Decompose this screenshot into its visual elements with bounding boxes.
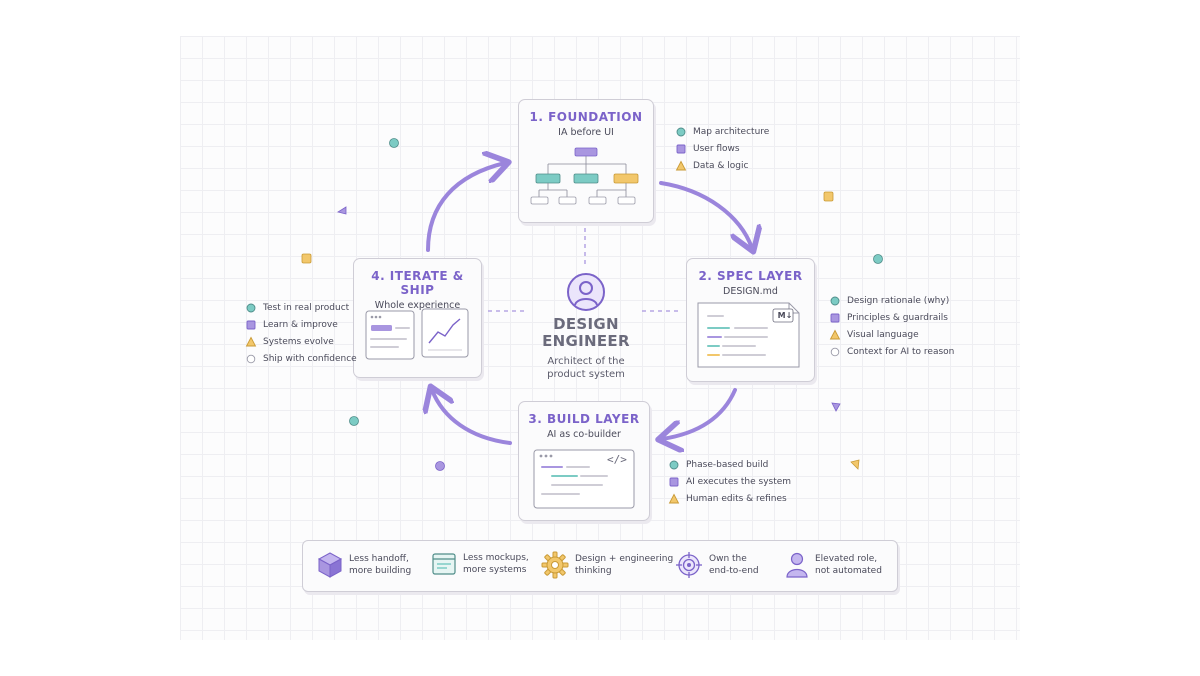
list-item-label: AI executes the system	[686, 477, 792, 488]
list-item: Test in real product	[245, 300, 357, 317]
bullet-circle-icon	[669, 460, 679, 470]
stage-card-foundation: 1. FOUNDATION IA before UI	[518, 99, 654, 223]
benefit-less-handoff: Less handoff, more building	[317, 551, 449, 579]
list-item-label: Visual language	[847, 329, 919, 340]
bullet-triangle-icon	[675, 160, 687, 171]
list-item: Context for AI to reason	[829, 343, 954, 360]
person-avatar-icon	[567, 273, 605, 311]
list-item: Ship with confidence	[245, 350, 357, 367]
code-editor-icon	[533, 449, 635, 509]
stage-card-build-layer: 3. BUILD LAYER AI as co-builder </>	[518, 401, 650, 521]
list-item: Data & logic	[675, 158, 769, 175]
bullet-circle-icon	[246, 303, 256, 313]
list-item-label: Principles & guardrails	[847, 313, 948, 324]
center-design-engineer: DESIGN ENGINEER Architect of the product…	[530, 272, 642, 381]
list-item-label: User flows	[693, 144, 740, 155]
benefit-elevated-role: Elevated role, not automated	[785, 551, 915, 579]
benefit-design-engineering: Design + engineering thinking	[541, 551, 685, 579]
list-item: Design rationale (why)	[829, 293, 954, 310]
stage-card-iterate-ship: 4. ITERATE & SHIP Whole experience	[353, 258, 482, 378]
list-item: Visual language	[829, 327, 954, 344]
list-item-label: Map architecture	[693, 127, 770, 138]
gear-icon	[541, 551, 569, 579]
stage-title: 3. BUILD LAYER	[528, 412, 640, 426]
markdown-badge: M↓	[777, 311, 793, 320]
benefits-banner: Less handoff, more building Less mockups…	[302, 540, 898, 592]
list-item: Learn & improve	[245, 317, 357, 334]
list-item-label: Data & logic	[693, 160, 749, 171]
bullet-ring-icon	[830, 347, 840, 357]
list-item-label: Learn & improve	[263, 320, 338, 331]
stage-title: 1. FOUNDATION	[529, 110, 643, 124]
list-item: AI executes the system	[668, 474, 791, 491]
bullet-square-icon	[669, 477, 679, 487]
list-item: Principles & guardrails	[829, 310, 954, 327]
benefit-own-end-to-end: Own the end-to-end	[675, 551, 809, 579]
target-icon	[676, 552, 702, 578]
bullet-triangle-icon	[829, 329, 841, 340]
list-item: Human edits & refines	[668, 491, 791, 508]
bullet-square-icon	[830, 313, 840, 323]
spec-layer-item-list: Design rationale (why) Principles & guard…	[829, 293, 954, 360]
bullet-triangle-icon	[245, 336, 257, 347]
stage-title: 4. ITERATE & SHIP	[371, 269, 464, 297]
stage-title: 2. SPEC LAYER	[698, 269, 803, 283]
stage-subtitle: DESIGN.md	[723, 286, 778, 297]
browser-window-icon	[432, 553, 456, 575]
bullet-square-icon	[676, 144, 686, 154]
stage-subtitle: IA before UI	[558, 127, 614, 138]
list-item: User flows	[675, 141, 769, 158]
list-item: Map architecture	[675, 124, 769, 141]
list-item: Phase-based build	[668, 457, 791, 474]
list-item: Systems evolve	[245, 334, 357, 351]
code-badge: </>	[607, 453, 627, 466]
list-item-label: Ship with confidence	[263, 353, 357, 364]
bullet-circle-icon	[676, 127, 686, 137]
cube-icon	[317, 552, 343, 578]
list-item-label: Context for AI to reason	[847, 346, 955, 357]
stage-card-spec-layer: 2. SPEC LAYER DESIGN.md M↓	[686, 258, 815, 382]
list-item-label: Test in real product	[263, 303, 350, 314]
org-chart-icon	[530, 147, 639, 205]
list-item-label: Phase-based build	[686, 460, 769, 471]
benefit-less-mockups: Less mockups, more systems	[431, 551, 563, 577]
bullet-circle-icon	[830, 296, 840, 306]
list-item-label: Systems evolve	[263, 336, 334, 347]
list-item-label: Design rationale (why)	[847, 296, 950, 307]
ui-and-chart-icon	[365, 308, 469, 360]
bullet-square-icon	[246, 320, 256, 330]
stage-subtitle: AI as co-builder	[547, 429, 621, 440]
list-item-label: Human edits & refines	[686, 493, 787, 504]
bullet-triangle-icon	[668, 493, 680, 504]
center-title: DESIGN ENGINEER	[542, 315, 630, 350]
stage-subtitle: Whole experience	[374, 300, 461, 311]
markdown-document-icon	[697, 302, 800, 368]
bullet-ring-icon	[246, 354, 256, 364]
person-icon	[786, 552, 808, 578]
center-subtitle: Architect of the product system	[547, 356, 625, 380]
